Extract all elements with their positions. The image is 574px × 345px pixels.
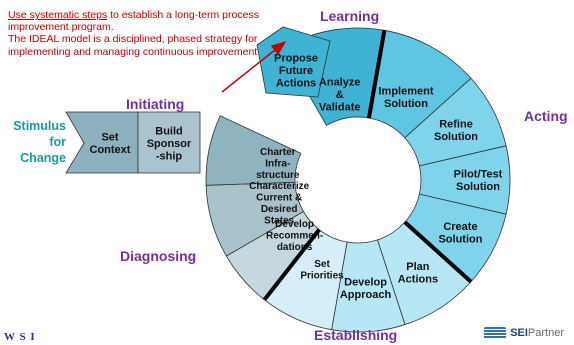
note-second-line: The IDEAL model is a disciplined, phased… bbox=[8, 33, 258, 58]
phase-diagnosing-label: Diagnosing bbox=[120, 248, 197, 264]
box-label-line: dations bbox=[277, 242, 313, 253]
phase-establishing-label: Establishing bbox=[314, 327, 398, 343]
box-label-line: Develop bbox=[344, 276, 387, 288]
box-label-line: Infra- bbox=[265, 158, 290, 169]
box-label-line: Build bbox=[155, 125, 183, 137]
box-label-line: Sponsor bbox=[147, 138, 192, 150]
box-label-1: Analyze&Validate bbox=[319, 76, 361, 113]
box-label-line: Approach bbox=[340, 289, 392, 301]
box-label-line: Create bbox=[443, 221, 477, 233]
box-label-line: Recommen- bbox=[266, 231, 323, 242]
box-label-line: structure bbox=[256, 170, 300, 181]
box-label-line: Develop bbox=[275, 219, 314, 230]
box-label-line: Priorities bbox=[300, 270, 344, 281]
box-label-line: Implement bbox=[378, 85, 433, 97]
stimulus-line-3: Change bbox=[20, 151, 66, 165]
box-label-line: Future bbox=[279, 65, 313, 77]
note-pointer-arrow bbox=[221, 41, 287, 93]
box-label-line: Actions bbox=[276, 77, 316, 89]
box-label-line: Solution bbox=[384, 98, 428, 110]
cycle-box-13 bbox=[65, 111, 139, 174]
box-label-line: Context bbox=[90, 144, 131, 156]
sei-logo-icon bbox=[484, 327, 507, 339]
phase-initiating-label: Initiating bbox=[126, 96, 185, 112]
box-label-line: States bbox=[264, 215, 294, 226]
box-label-line: Analyze bbox=[319, 76, 361, 88]
note-underlined-text: Use systematic steps bbox=[8, 9, 108, 21]
description-note: Use systematic steps to establish a long… bbox=[8, 9, 308, 58]
phase-learning-label: Learning bbox=[320, 8, 380, 24]
box-label-line: Charter bbox=[260, 147, 296, 158]
box-label-line: Characterize bbox=[249, 181, 309, 192]
logo-brand: SEI bbox=[510, 327, 528, 339]
box-label-line: Desired bbox=[261, 204, 298, 215]
logo-suffix: Partner bbox=[527, 327, 564, 339]
cycle-box-11 bbox=[205, 115, 302, 186]
box-label-line: Solution bbox=[456, 181, 500, 193]
phase-acting-label: Acting bbox=[524, 108, 568, 124]
note-first-line: to establish a long-term process improve… bbox=[8, 9, 259, 34]
box-label-line: Current & bbox=[256, 192, 302, 203]
box-label-line: Set bbox=[314, 259, 330, 270]
box-label-line: Refine bbox=[439, 119, 473, 131]
stimulus-line-1: Stimulus bbox=[13, 119, 66, 133]
phase-divider-establishing-diagnosing bbox=[262, 228, 321, 302]
box-label-line: Propose bbox=[274, 52, 318, 64]
box-label-line: Actions bbox=[398, 273, 438, 285]
box-label-line: Pilot/Test bbox=[454, 169, 503, 181]
stimulus-for-change-label: Stimulus for Change bbox=[8, 118, 66, 166]
phase-divider-acting-establishing bbox=[403, 220, 473, 284]
box-label-line: Set bbox=[101, 132, 118, 144]
stimulus-line-2: for bbox=[49, 135, 66, 149]
corner-logo-text: W S I bbox=[4, 331, 36, 343]
phase-divider-learning-acting bbox=[366, 29, 387, 119]
cycle-box-12 bbox=[137, 111, 201, 174]
box-label-line: Validate bbox=[319, 101, 361, 113]
box-label-line: Solution bbox=[438, 233, 482, 245]
sei-partner-logo: SEIPartner bbox=[484, 325, 564, 341]
box-label-line: Plan bbox=[406, 261, 430, 273]
box-label-line: -ship bbox=[156, 150, 183, 162]
box-label-line: Solution bbox=[434, 131, 478, 143]
box-label-line: & bbox=[336, 89, 344, 101]
